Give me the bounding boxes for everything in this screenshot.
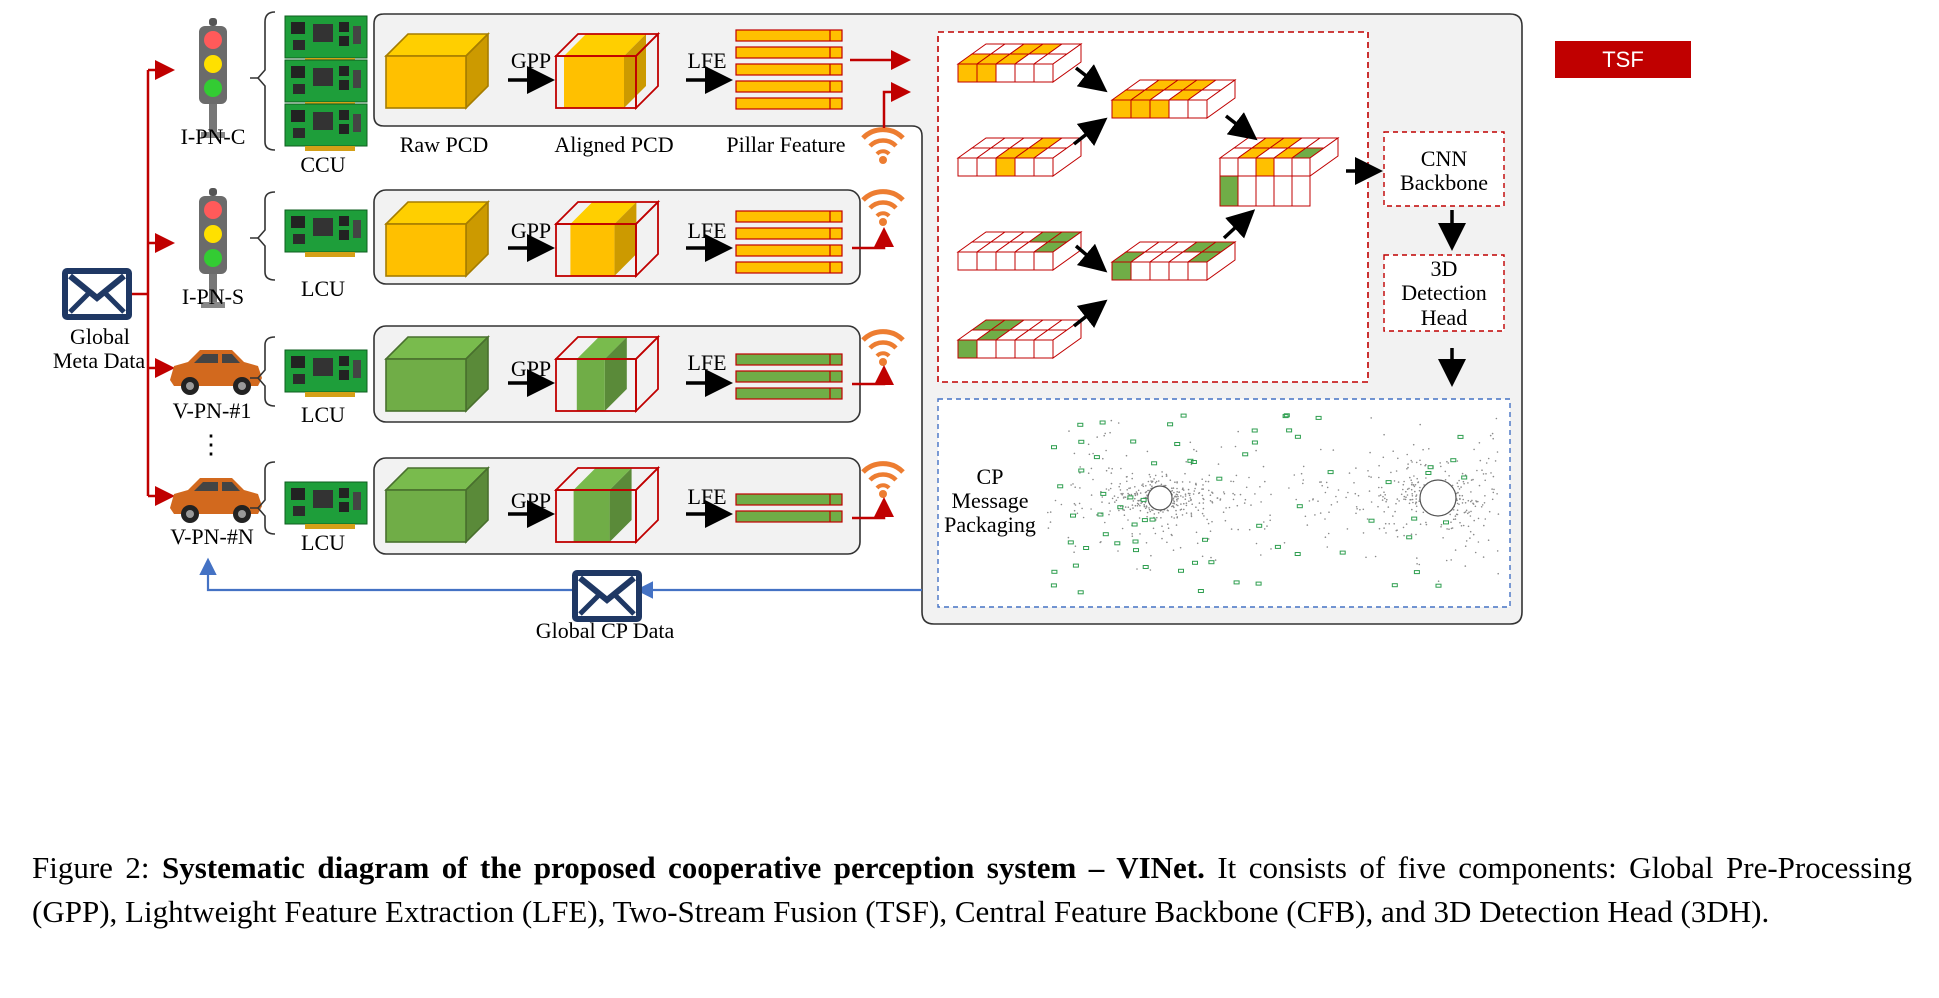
node-ellipsis: ⋮ xyxy=(198,430,224,459)
unit-label-ccu: CCU xyxy=(300,152,346,177)
car-icon xyxy=(170,350,262,395)
raw-pcd-cube xyxy=(384,335,490,413)
pillar-feature-bar xyxy=(735,227,843,240)
aligned-pcd-cube xyxy=(553,465,661,545)
pillar-feature-bar xyxy=(735,210,843,223)
detection-head-label: Detection xyxy=(1401,280,1487,305)
global-meta-envelope-icon xyxy=(62,268,132,320)
voxel-grid-vehicle-1 xyxy=(956,231,1083,271)
cp-label: CP xyxy=(976,464,1004,489)
pillar-feature-bar xyxy=(735,261,843,274)
pipeline-lcu-infra xyxy=(384,199,843,279)
compute-board-icon xyxy=(284,15,368,64)
pillar-feature-bar xyxy=(735,97,843,110)
detection-head-label: Head xyxy=(1420,305,1468,330)
tsf-arrows xyxy=(1072,64,1383,328)
global-meta-label: Global xyxy=(70,324,130,349)
tsf-label: TSF xyxy=(1555,41,1691,78)
wireless-icon xyxy=(863,332,903,366)
global-meta-label: Meta Data xyxy=(52,348,146,373)
point-cloud-image xyxy=(1047,413,1500,595)
wireless-icon xyxy=(863,130,903,164)
stage-label-raw: Raw PCD xyxy=(399,132,489,157)
compute-board-icon xyxy=(284,59,368,108)
pipeline-lcu-vehicle-1 xyxy=(384,334,843,414)
gpp-label: GPP xyxy=(510,218,552,243)
voxel-grid-infra-s xyxy=(956,137,1083,177)
wireless-icon xyxy=(863,464,903,498)
aligned-pcd-cube xyxy=(553,199,661,279)
pillar-feature-bar xyxy=(735,80,843,93)
compute-board-icon xyxy=(284,209,368,258)
pipeline-lcu-vehicle-n xyxy=(384,465,843,545)
voxel-grid-infra-c xyxy=(956,43,1083,83)
caption-title: Systematic diagram of the proposed coope… xyxy=(161,850,1205,885)
figure-caption: Figure 2: Systematic diagram of the prop… xyxy=(32,846,1912,934)
node-label-vpn-1: V-PN-#1 xyxy=(172,398,252,423)
pillar-feature-bar xyxy=(735,244,843,257)
detection-head-box xyxy=(1383,254,1505,332)
cp-label: Packaging xyxy=(944,512,1036,537)
raw-pcd-cube xyxy=(384,200,490,278)
unit-label-lcu: LCU xyxy=(301,276,345,301)
pillar-feature-bar xyxy=(735,353,843,366)
pillar-feature-bar xyxy=(735,510,843,523)
car-icon xyxy=(170,478,262,523)
traffic-light-icon xyxy=(199,18,227,138)
pipeline-ccu xyxy=(384,29,843,111)
raw-pcd-cube xyxy=(384,32,490,110)
compute-board-icon xyxy=(284,349,368,398)
pillar-feature-bar xyxy=(735,29,843,42)
caption-body: It consists of five components: Global P… xyxy=(32,850,1912,929)
cnn-label: CNN xyxy=(1420,146,1468,171)
global-cp-return-line xyxy=(199,557,922,599)
gpp-label: GPP xyxy=(510,356,552,381)
lfe-label: LFE xyxy=(687,48,727,73)
pillar-feature-bar xyxy=(735,370,843,383)
unit-braces xyxy=(250,11,276,535)
pillar-feature-bar xyxy=(735,493,843,506)
compute-board-icon xyxy=(284,481,368,530)
stage-label-pillar: Pillar Feature xyxy=(726,132,846,157)
cp-label: Message xyxy=(951,488,1029,513)
aligned-pcd-cube xyxy=(553,334,661,414)
lfe-label: LFE xyxy=(687,218,727,243)
cnn-backbone-box xyxy=(1383,131,1505,207)
aligned-pcd-cube xyxy=(553,31,661,111)
pillar-feature-bar xyxy=(735,46,843,59)
gpp-label: GPP xyxy=(510,48,552,73)
pillar-feature-bar xyxy=(735,387,843,400)
voxel-grid-final xyxy=(1218,137,1340,177)
cnn-label: Backbone xyxy=(1400,170,1488,195)
wireless-icon xyxy=(863,192,903,226)
global-cp-envelope-icon xyxy=(572,570,642,622)
raw-pcd-cube xyxy=(384,466,490,544)
detection-head-label: 3D xyxy=(1430,256,1458,281)
compute-board-icon xyxy=(284,103,368,152)
lfe-label: LFE xyxy=(687,350,727,375)
node-label-ipn-s: I-PN-S xyxy=(181,284,245,309)
lfe-label: LFE xyxy=(687,484,727,509)
voxel-grid-final-row2 xyxy=(1219,175,1311,207)
unit-label-lcu: LCU xyxy=(301,402,345,427)
caption-prefix: Figure 2: xyxy=(32,850,162,885)
voxel-grid-infra-fused xyxy=(1110,79,1237,119)
voxel-grid-vehicle-fused xyxy=(1110,241,1237,281)
tsf-grids xyxy=(956,43,1340,359)
stage-label-aligned: Aligned PCD xyxy=(554,132,674,157)
node-label-vpn-n: V-PN-#N xyxy=(170,524,254,549)
transmission-lines xyxy=(850,50,911,520)
unit-label-lcu: LCU xyxy=(301,530,345,555)
node-label-ipn-c: I-PN-C xyxy=(180,124,246,149)
meta-distribution-lines xyxy=(132,60,175,506)
global-cp-label: Global CP Data xyxy=(535,618,675,643)
gpp-label: GPP xyxy=(510,488,552,513)
pillar-feature-bar xyxy=(735,63,843,76)
